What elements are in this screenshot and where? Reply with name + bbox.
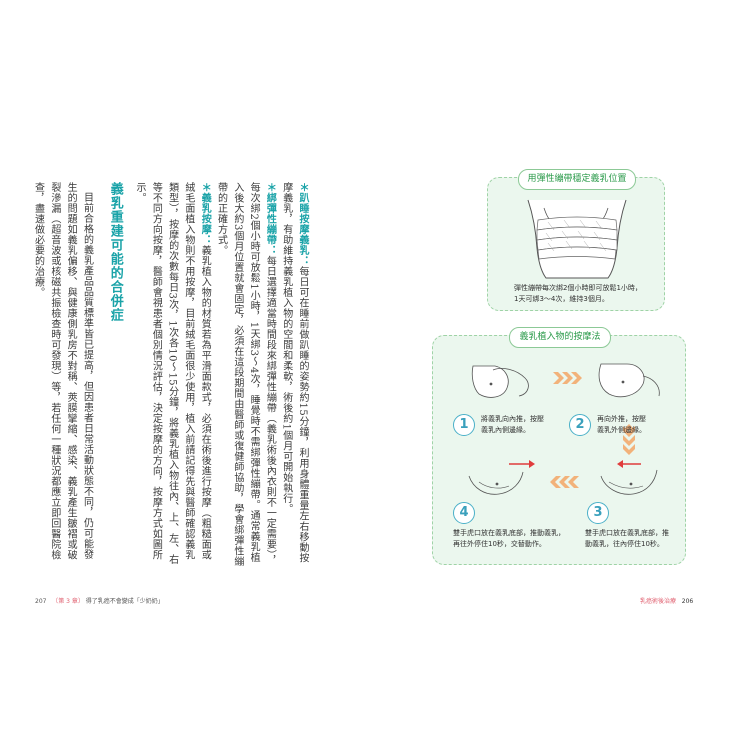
step4-line2: 再往外停住10秒，交替動作。 [453,540,546,548]
chevron-right-icon [553,372,582,384]
right-page-footer: 乳癌術後治療 206 [640,596,693,605]
prone-massage-heading: 趴睡按摩義乳： [297,192,308,267]
massage-panel-title: 義乳植入物的按摩法 [509,327,611,348]
complications-heading: 義乳重建可能的合併症 [107,182,123,322]
step2-line1: 再向外推，按壓 [597,415,646,423]
body-text-column: ＊趴睡按摩義乳：每日可在睡前做趴睡的姿勢約15分鐘，利用身體重量左右移動按摩義乳… [29,182,310,567]
bandage-caption-line1: 彈性繃帶每次綁2個小時即可放鬆1小時， [514,284,642,292]
step3-line1: 雙手虎口放在義乳底部，推 [585,529,669,537]
left-chapter-label: 〔第 3 章〕 [52,598,84,605]
implant-massage-heading: 義乳按摩： [199,192,211,246]
step4-line1: 雙手虎口放在義乳底部，推動義乳， [453,529,565,537]
massage-panel: 義乳植入物的按摩法 [432,327,686,565]
paragraph-complications: 目前合格的義乳產品品質標準皆已提高，但因患者日常活動狀態不同，仍可能發生的問題如… [32,182,93,560]
step3-illustration [600,460,658,495]
implant-massage-text: 義乳植入物的材質若為平滑面款式，必須在術後進行按摩（粗糙面或絨毛面植入物則不用按… [134,182,211,565]
elastic-bandage-heading: 綁彈性繃帶： [264,192,276,256]
right-section-title: 乳癌術後治療 [640,598,677,605]
bandage-panel-title: 用彈性繃帶穩定義乳位置 [518,169,636,190]
prone-massage-text: 每日可在睡前做趴睡的姿勢約15分鐘，利用身體重量左右移動按摩義乳，有助維持義乳植… [280,182,308,564]
left-page-number: 207 [35,598,47,605]
step1-line2: 義乳內側邊緣。 [481,426,530,434]
step1-number: 1 [453,414,475,436]
bandage-panel: 用彈性繃帶穩定義乳位置 彈性繃帶每次綁2個小時即可放鬆1小時， 1天可綁3～4次… [487,169,665,311]
step4-illustration [468,460,535,495]
step2-illustration [598,363,660,398]
step4-number: 4 [453,502,475,524]
massage-illustrations [468,363,660,495]
step1-illustration [471,365,529,398]
chevron-left-icon [550,476,579,488]
right-page-number: 206 [681,598,694,605]
bandaged-torso-illustration [527,199,627,279]
step3-line2: 動義乳，往內停住10秒。 [585,540,664,548]
step3-number: 3 [587,502,609,524]
step2-number: 2 [569,414,591,436]
bandage-caption-line2: 1天可綁3～4次，維持3個月。 [514,295,609,303]
paragraph-implant-massage: ＊義乳按摩：義乳植入物的材質若為平滑面款式，必須在術後進行按摩（粗糙面或絨毛面植… [134,182,211,565]
step2-line2: 義乳外側邊緣。 [597,426,646,434]
step1-line1: 將義乳向內推，按壓 [481,415,544,423]
elastic-bandage-text: 每日選擇適當時間段來綁彈性繃帶（義乳術後內衣則不一定需要），每次綁2個小時可放鬆… [215,182,276,567]
paragraph-prone-massage: ＊趴睡按摩義乳：每日可在睡前做趴睡的姿勢約15分鐘，利用身體重量左右移動按摩義乳… [280,182,308,564]
left-chapter-title: 得了乳癌不會變成「少奶奶」 [85,598,164,605]
chevron-down-icon [623,424,635,455]
left-page-footer: 207 〔第 3 章〕 得了乳癌不會變成「少奶奶」 [35,596,164,605]
paragraph-elastic-bandage: ＊綁彈性繃帶：每日選擇適當時間段來綁彈性繃帶（義乳術後內衣則不一定需要），每次綁… [215,182,276,567]
